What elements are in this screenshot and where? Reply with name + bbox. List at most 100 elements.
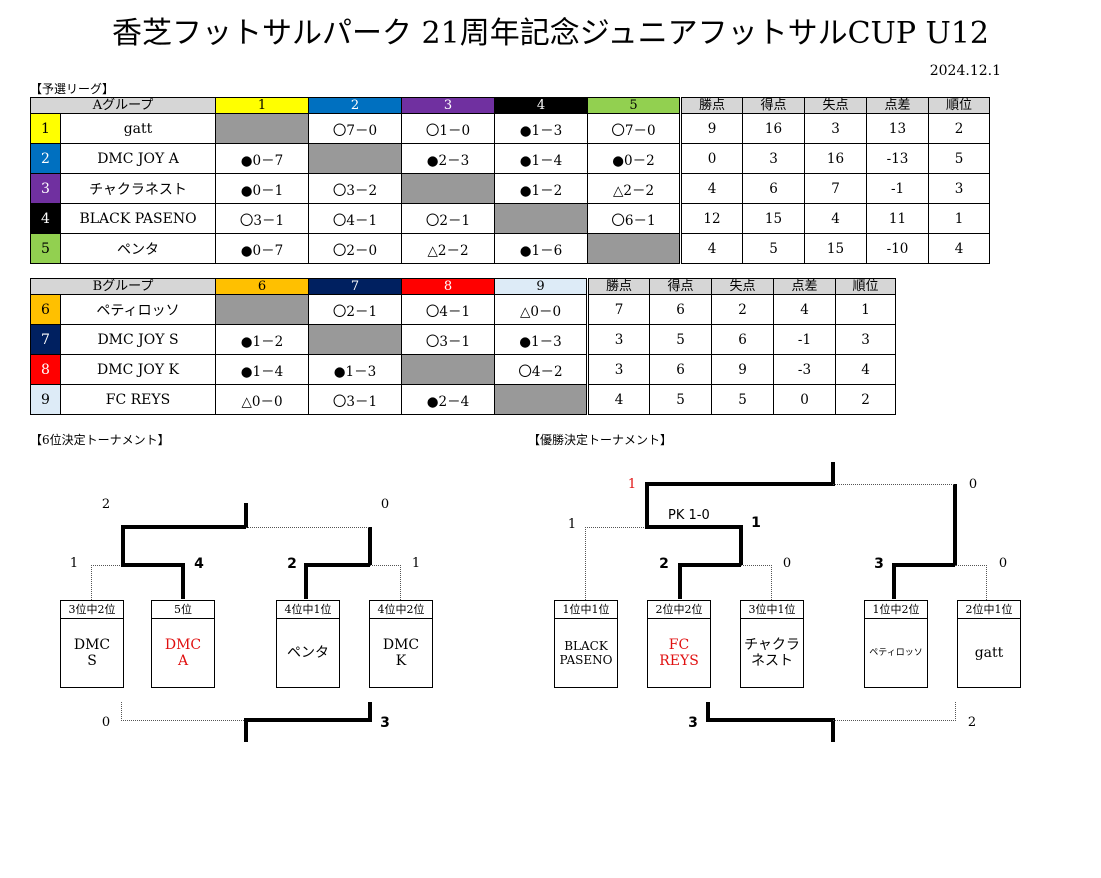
team-stat: 6 — [742, 173, 806, 204]
team-name-winner: DMC A — [164, 637, 202, 669]
team-name: BLACK PASENO — [59, 203, 217, 234]
team-stat: 4 — [804, 203, 868, 234]
team-stat: 3 — [928, 173, 991, 204]
team-stat: 16 — [804, 143, 868, 174]
team-number: 6 — [30, 294, 61, 325]
team-stat: 2 — [928, 113, 991, 144]
team-name: DMC JOY K — [60, 354, 216, 385]
team-stat: 4 — [679, 173, 744, 204]
team-stat: 4 — [679, 233, 744, 264]
match-result: 〇3－2 — [308, 173, 403, 204]
group_b-stat-header: 勝点 — [586, 278, 650, 295]
group_b-stat-header: 失点 — [711, 278, 774, 295]
team-stat: 15 — [804, 233, 868, 264]
sixth-score-m2-left: 2 — [287, 556, 297, 572]
match-result: 〇6－1 — [587, 203, 682, 234]
group_a-col-header: 4 — [494, 97, 589, 114]
team-stat: 9 — [711, 354, 774, 385]
sixth-team-box: 3位中2位 DMC S — [60, 600, 124, 688]
group_a-col-header: 5 — [587, 97, 682, 114]
team-stat: 13 — [866, 113, 930, 144]
self-match-cell — [494, 203, 589, 234]
sixth-score-top-left: 2 — [101, 497, 111, 512]
sixth-score-bottom-right: 3 — [380, 715, 390, 731]
team-stat: -3 — [773, 354, 836, 385]
match-result: ●0－7 — [215, 143, 310, 174]
match-result: 〇7－0 — [587, 113, 682, 144]
match-result: 〇2－1 — [401, 203, 496, 234]
match-result: 〇4－2 — [494, 354, 588, 385]
team-name: チャクラ ネスト — [744, 637, 800, 669]
team-name-winner: FC REYS — [659, 637, 699, 669]
match-result: 〇4－1 — [401, 294, 495, 325]
team-number: 4 — [30, 203, 61, 234]
team-number: 2 — [30, 143, 61, 174]
self-match-cell — [215, 113, 310, 144]
team-seed: 4位中2位 — [370, 601, 432, 619]
team-stat: 4 — [835, 354, 896, 385]
team-name: gatt — [59, 113, 217, 144]
sixth-team-box: 4位中1位 ペンタ — [276, 600, 340, 688]
group_a-header: Aグループ — [29, 97, 217, 114]
team-seed: 5位 — [152, 601, 214, 619]
team-number: 1 — [30, 113, 61, 144]
final-score-right: 0 — [968, 477, 978, 492]
team-stat: 1 — [835, 294, 896, 325]
league-section-label: 【予選リーグ】 — [30, 82, 115, 96]
team-number: 7 — [30, 324, 61, 355]
team-stat: 6 — [649, 294, 712, 325]
team-stat: 6 — [711, 324, 774, 355]
match-result: ●1－4 — [215, 354, 309, 385]
team-seed: 2位中1位 — [958, 601, 1020, 619]
match-result: 〇3－1 — [308, 384, 402, 415]
final-team-box: 3位中1位 チャクラ ネスト — [740, 600, 804, 688]
match-result: ●0－1 — [215, 173, 310, 204]
team-number: 9 — [30, 384, 61, 415]
group_a-stat-header: 勝点 — [679, 97, 744, 114]
match-result: ●1－6 — [494, 233, 589, 264]
sixth-score-top-right: 0 — [380, 497, 390, 512]
team-name: ペンタ — [287, 645, 329, 661]
team-stat: 3 — [742, 143, 806, 174]
team-stat: 4 — [586, 384, 650, 415]
semi1-score-right: 1 — [751, 515, 761, 531]
third-place-score-right: 2 — [967, 715, 977, 730]
match-result: 〇2－0 — [308, 233, 403, 264]
sixth-score-m2-right: 1 — [411, 556, 421, 571]
match-result: ●1－3 — [308, 354, 402, 385]
group_b-stat-header: 点差 — [773, 278, 836, 295]
match-result: ●1－3 — [494, 113, 589, 144]
group_a-col-header: 1 — [215, 97, 310, 114]
team-stat: 15 — [742, 203, 806, 234]
match-result: ●0－7 — [215, 233, 310, 264]
event-date: 2024.12.1 — [929, 63, 1001, 79]
self-match-cell — [494, 384, 588, 415]
team-name: FC REYS — [60, 384, 216, 415]
team-name: gatt — [974, 645, 1004, 661]
group_b-col-header: 6 — [215, 278, 309, 295]
team-stat: -1 — [773, 324, 836, 355]
team-number: 8 — [30, 354, 61, 385]
match-result: △0－0 — [215, 384, 309, 415]
team-stat: 5 — [649, 324, 712, 355]
team-number: 3 — [30, 173, 61, 204]
team-name: BLACK PASENO — [559, 639, 613, 667]
match-result: 〇4－1 — [308, 203, 403, 234]
team-stat: 3 — [586, 324, 650, 355]
team-seed: 1位中2位 — [865, 601, 927, 619]
sixth-team-box: 5位 DMC A — [151, 600, 215, 688]
self-match-cell — [215, 294, 309, 325]
match-result: ●1－4 — [494, 143, 589, 174]
match-result: 〇1－0 — [401, 113, 496, 144]
team-stat: 7 — [586, 294, 650, 325]
team-stat: 7 — [804, 173, 868, 204]
m3-score-right: 0 — [998, 556, 1008, 571]
team-seed: 3位中2位 — [61, 601, 123, 619]
m1-score-right: 0 — [782, 556, 792, 571]
